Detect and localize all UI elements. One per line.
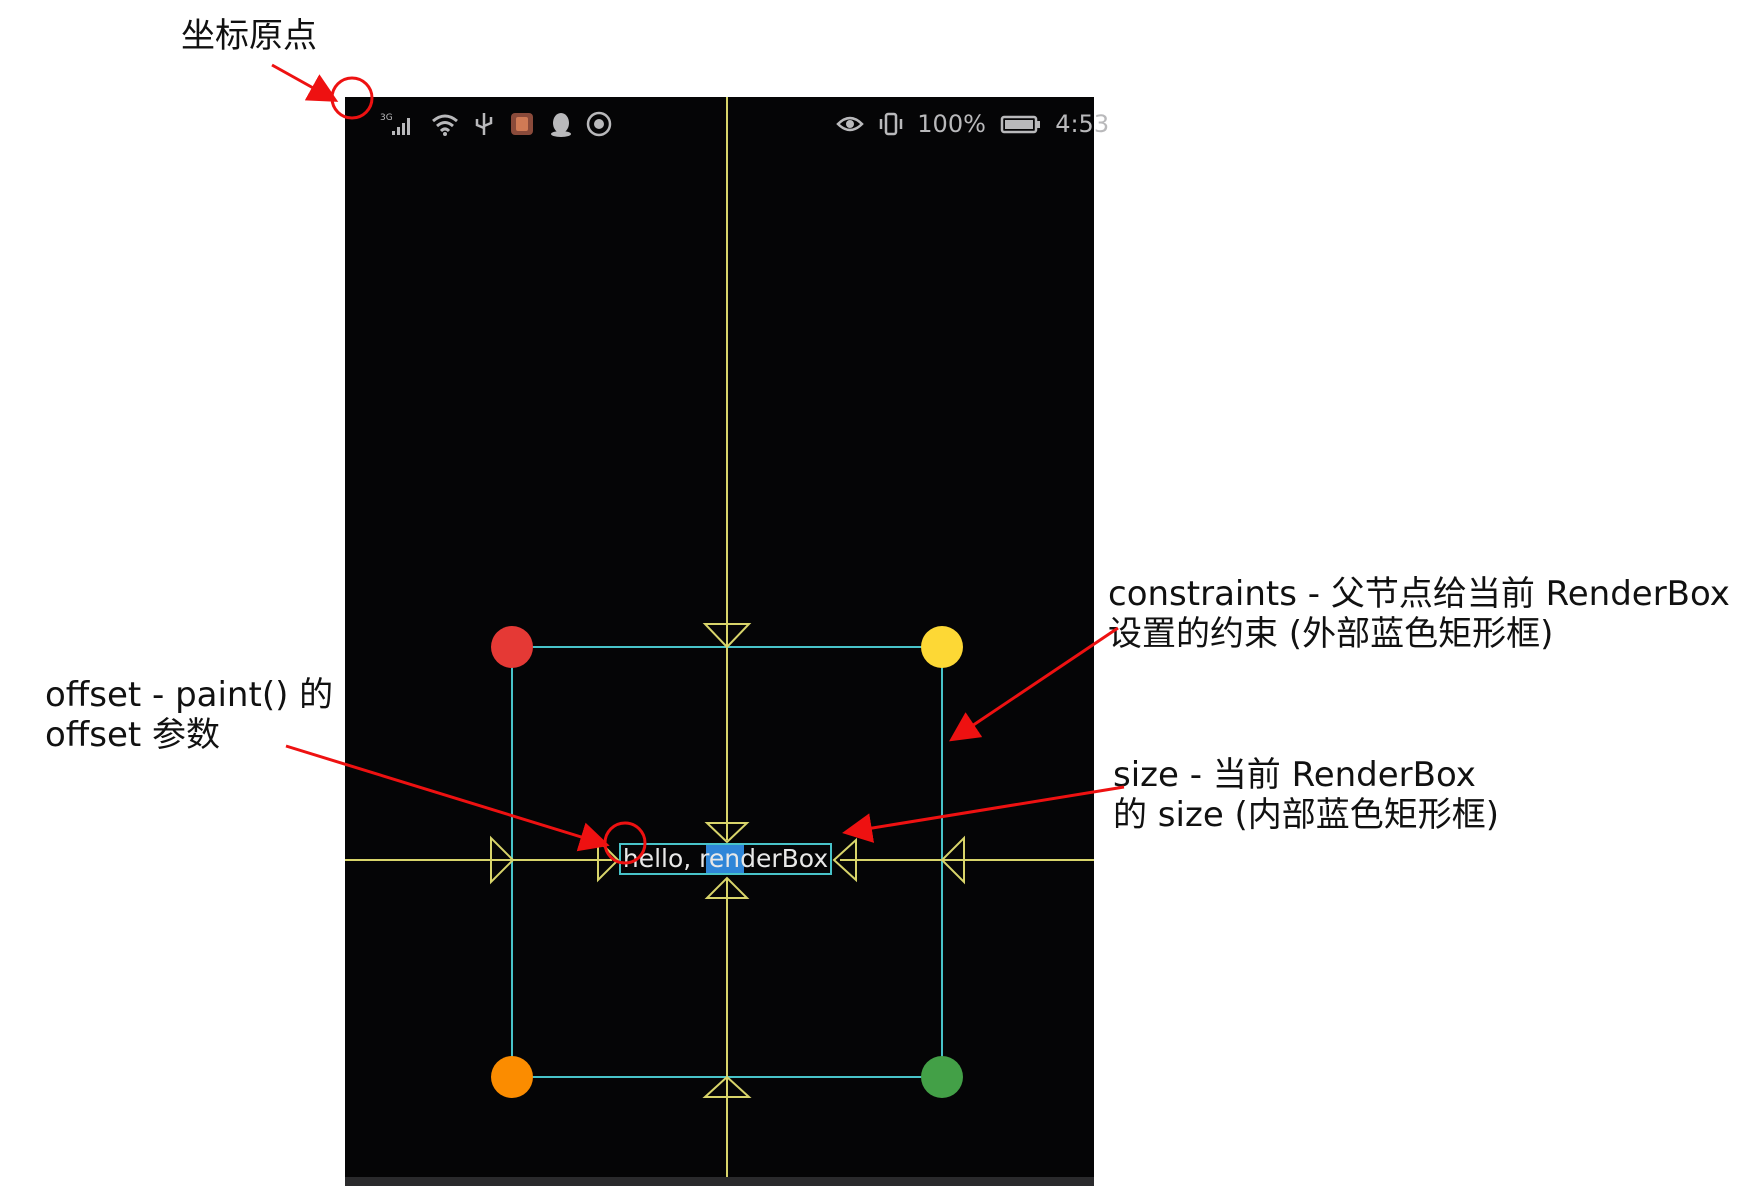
text-selection-highlight <box>706 845 744 873</box>
origin-circle <box>330 76 374 120</box>
eye-icon <box>836 116 864 132</box>
corner-dot-yellow <box>921 626 963 668</box>
offset-circle <box>603 821 647 865</box>
status-time: 4:53 <box>1055 110 1110 138</box>
triangle-marker-bottom-outer <box>702 1075 752 1098</box>
size-label-line1: size - 当前 RenderBox <box>1113 755 1476 795</box>
offset-label-line2: offset 参数 <box>45 715 220 756</box>
triangle-marker-right-inner <box>832 837 857 883</box>
qq-icon <box>550 113 571 137</box>
size-label-line2: 的 size (内部蓝色矩形框) <box>1113 795 1500 836</box>
size-box <box>619 843 832 875</box>
triangle-marker-top-outer <box>702 623 752 649</box>
size-label: size - 当前 RenderBox 的 size (内部蓝色矩形框) <box>1113 755 1499 835</box>
triangle-marker-top-inner <box>704 822 750 844</box>
hello-render-text: hello, renderBox <box>622 844 829 873</box>
phone-bottom-edge <box>345 1177 1094 1186</box>
constraints-label-line2: 设置的约束 (外部蓝色矩形框) <box>1108 614 1554 655</box>
constraints-label-line1: constraints - 父节点给当前 RenderBox <box>1108 574 1730 614</box>
signal-icon: 3G <box>380 113 410 135</box>
constraints-label: constraints - 父节点给当前 RenderBox 设置的约束 (外部… <box>1108 574 1730 654</box>
phone-screen <box>345 97 1094 1186</box>
corner-dot-red <box>491 626 533 668</box>
offset-label-line1: offset - paint() 的 <box>45 675 334 715</box>
status-bar-left: 3G <box>380 110 618 137</box>
offset-arrow <box>285 744 610 852</box>
shield-icon <box>586 111 612 137</box>
constraints-arrow <box>949 626 1119 742</box>
vibrate-icon <box>879 112 902 136</box>
corner-dot-green <box>921 1056 963 1098</box>
offset-label: offset - paint() 的 offset 参数 <box>45 675 333 755</box>
corner-dot-orange <box>491 1056 533 1098</box>
battery-icon <box>1000 115 1040 134</box>
triangle-marker-right-outer <box>940 835 965 885</box>
battery-percent: 100% <box>917 110 986 138</box>
origin-arrow <box>271 63 339 102</box>
triangle-marker-left-outer <box>490 835 515 885</box>
triangle-marker-bottom-inner <box>704 876 750 899</box>
network-type-label: 3G <box>380 113 393 123</box>
app-icon <box>510 113 533 135</box>
origin-label: 坐标原点 <box>181 16 317 56</box>
size-arrow <box>842 785 1125 843</box>
status-bar-right: 100% 4:53 <box>836 110 1110 138</box>
usb-icon <box>476 113 493 135</box>
wifi-icon <box>431 114 458 136</box>
